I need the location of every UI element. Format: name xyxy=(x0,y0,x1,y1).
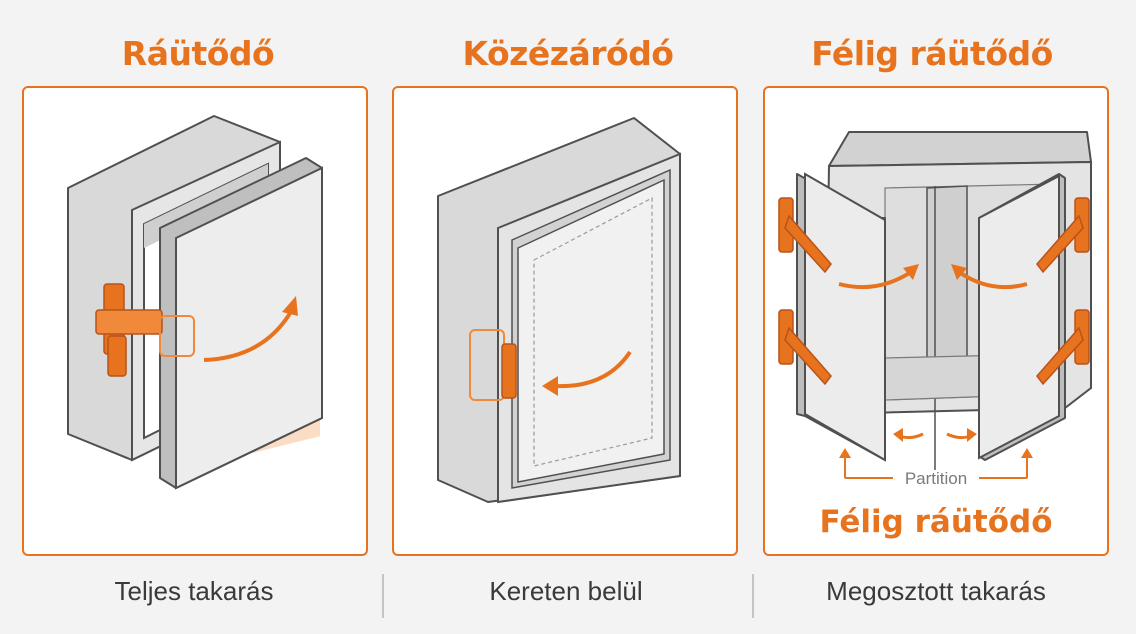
panel-title-full-overlay: Ráütődő xyxy=(121,34,275,73)
caption-full-overlay: Teljes takarás xyxy=(114,576,274,606)
full-overlay-illustration xyxy=(67,115,323,490)
panel-half-overlay: Partition Félig ráütődő xyxy=(763,86,1109,556)
half-overlay-illustration: Partition Félig ráütődő xyxy=(778,131,1092,540)
caption-half-overlay: Megosztott takarás xyxy=(826,576,1046,606)
panel-title-inset: Közézáródó xyxy=(462,34,674,73)
partition-label: Partition xyxy=(905,469,967,488)
inset-illustration xyxy=(437,117,681,504)
panel-title-half-overlay: Félig ráütődő xyxy=(811,34,1053,73)
caption-divider xyxy=(752,574,754,618)
caption-divider xyxy=(382,574,384,618)
panel-full-overlay xyxy=(22,86,368,556)
caption-inset: Kereten belül xyxy=(489,576,643,606)
panel-inset xyxy=(392,86,738,556)
half-overlay-subtitle: Félig ráütődő xyxy=(819,504,1052,540)
